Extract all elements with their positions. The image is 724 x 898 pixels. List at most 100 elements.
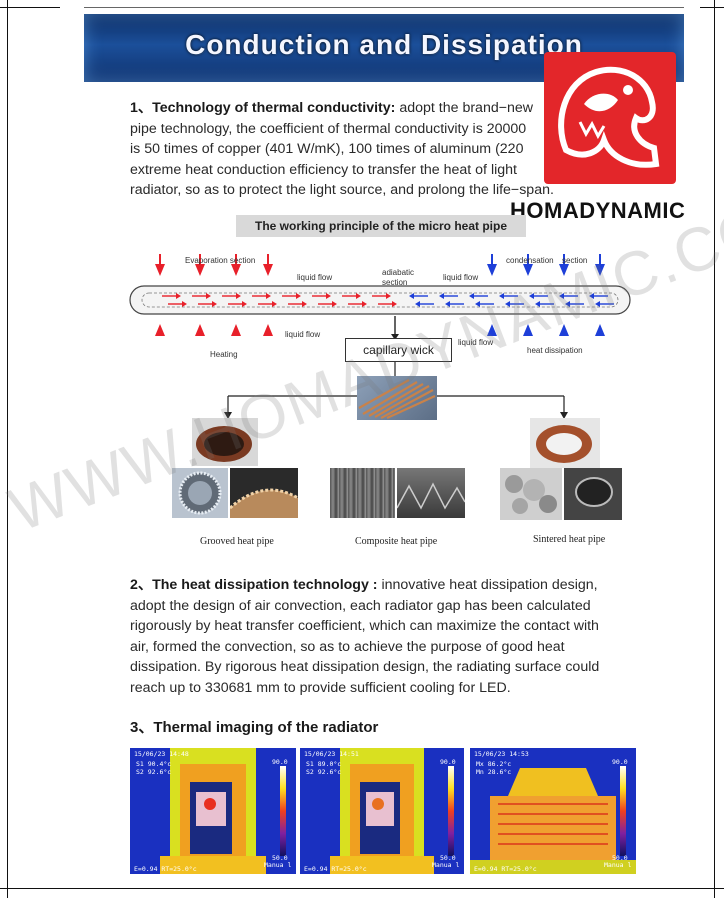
heating-arrow-bottom — [231, 324, 241, 336]
cooling-arrow-bottom — [559, 324, 569, 336]
heating-arrow-top — [231, 264, 241, 276]
frame-bottom — [0, 888, 724, 889]
section2-paragraph: 2、The heat dissipation technology : inno… — [130, 575, 638, 698]
grooved-tube-icon — [196, 426, 252, 462]
section1-heading: 1、Technology of thermal conductivity: — [130, 100, 396, 116]
liquid-flow-arrowhead — [565, 301, 570, 307]
thermal-body-1 — [130, 748, 296, 874]
vapor-flow-arrowhead — [386, 293, 391, 299]
heating-arrow-bottom — [263, 324, 273, 336]
section1-line1: 1、Technology of thermal conductivity: ad… — [130, 98, 638, 119]
sintered-photo-3 — [564, 468, 622, 520]
heating-arrow-top — [263, 264, 273, 276]
label-condensation: condensation — [506, 256, 554, 265]
section2-line2: adopt the design of air convection, each… — [130, 597, 591, 614]
sintered-grains-icon — [505, 475, 557, 514]
vapor-flow-arrowhead — [302, 301, 307, 307]
thermal-1-min: 50.0 — [272, 854, 288, 862]
label-heat-dissipation: heat dissipation — [527, 346, 583, 355]
cooling-arrow-top — [487, 264, 497, 276]
brand-logo — [544, 52, 676, 184]
caption-grooved: Grooved heat pipe — [200, 536, 274, 547]
liquid-flow-arrowhead — [469, 293, 474, 299]
section2-heading: 2、The heat dissipation technology : — [130, 577, 378, 593]
pipe-arrows — [162, 293, 614, 307]
thermal-3-min: 50.0 — [612, 854, 628, 862]
vapor-flow-arrowhead — [356, 293, 361, 299]
grooved-photo-2 — [172, 468, 228, 518]
liquid-flow-arrowhead — [529, 293, 534, 299]
grooved-teeth-icon — [230, 488, 298, 518]
branch-left-arrowhead — [224, 412, 232, 419]
hippo-icon — [558, 66, 660, 168]
liquid-flow-arrowhead — [505, 301, 510, 307]
section1-line5: radiator, so as to protect the light sou… — [130, 182, 554, 198]
thermal-2-reading-2: S2 92.6°c — [306, 768, 342, 776]
vapor-flow-arrowhead — [176, 293, 181, 299]
frame-top-left — [0, 7, 60, 8]
vapor-flow-arrowhead — [326, 293, 331, 299]
label-adiabatic-section: section — [382, 278, 408, 287]
vapor-flow-arrowhead — [266, 293, 271, 299]
liquid-flow-arrowhead — [499, 293, 504, 299]
heating-arrow-bottom — [195, 324, 205, 336]
liquid-flow-arrowhead — [589, 293, 594, 299]
capillary-wick-box: capillary wick — [345, 338, 452, 362]
vapor-flow-arrowhead — [392, 301, 397, 307]
liquid-flow-arrowhead — [409, 293, 414, 299]
thermal-image-3: 15/06/23 14:53 Mx 86.2°c Mn 28.6°c 90.0 … — [470, 748, 636, 874]
diagram-title: The working principle of the micro heat … — [236, 215, 526, 237]
heat-pipe-inner — [141, 292, 619, 308]
branch-right-arrowhead — [560, 412, 568, 419]
thermal-1-max: 90.0 — [272, 758, 288, 766]
thermal-3-reading-2: Mn 28.6°c — [476, 768, 512, 776]
frame-left — [7, 0, 8, 898]
frame-right — [714, 0, 715, 898]
vapor-flow-arrowhead — [242, 301, 247, 307]
liquid-flow-arrowhead — [595, 301, 600, 307]
cooling-arrow-bottom — [595, 324, 605, 336]
vapor-flow-arrowhead — [332, 301, 337, 307]
thermal-3-mode: Manua l — [604, 861, 632, 869]
thermal-3-max: 90.0 — [612, 758, 628, 766]
liquid-flow-arrowhead — [445, 301, 450, 307]
vapor-flow-arrowhead — [272, 301, 277, 307]
composite-photo-1 — [330, 468, 395, 518]
heating-arrow-bottom — [155, 324, 165, 336]
cooling-arrow-top — [523, 264, 533, 276]
vapor-flow-arrowhead — [206, 293, 211, 299]
sintered-tube-icon — [536, 425, 592, 463]
heating-arrow-top — [155, 264, 165, 276]
composite-mesh-icon — [397, 482, 465, 510]
sintered-pore-icon — [575, 477, 613, 507]
thermal-2-mode: Manua l — [432, 861, 460, 869]
section2-line3: rigorously by heat transfer coefficient,… — [130, 618, 599, 634]
vapor-flow-arrowhead — [362, 301, 367, 307]
vapor-flow-arrowhead — [236, 293, 241, 299]
section1-paragraph: 1、Technology of thermal conductivity: ad… — [130, 98, 638, 201]
logo-wordmark: HOMADYNAMIC — [510, 198, 686, 223]
liquid-flow-arrowhead — [535, 301, 540, 307]
liquid-flow-arrowhead — [475, 301, 480, 307]
label-liquid-flow-4: liquid flow — [458, 338, 494, 347]
label-condensation-section: section — [562, 256, 588, 265]
label-liquid-flow-1: liquid flow — [297, 273, 333, 282]
section2-line1-rest: innovative heat dissipation design, — [377, 577, 598, 593]
thermal-1-mode: Manua l — [264, 861, 292, 869]
cooling-arrow-top — [595, 264, 605, 276]
frame-top — [84, 7, 684, 8]
liquid-flow-arrowhead — [439, 293, 444, 299]
frame-top-right — [700, 7, 724, 8]
vapor-flow-arrowhead — [296, 293, 301, 299]
thermal-3-footer: E=0.94 RT=25.0°c — [474, 865, 537, 873]
sintered-photo-1 — [530, 418, 600, 468]
label-heating: Heating — [210, 350, 238, 359]
label-liquid-flow-2: liquid flow — [443, 273, 479, 282]
thermal-2-min: 50.0 — [440, 854, 456, 862]
thermal-3-reading-1: Mx 86.2°c — [476, 760, 512, 768]
thermal-1-footer: E=0.94 RT=25.0°c — [134, 865, 197, 873]
thermal-body-3 — [470, 748, 636, 874]
vapor-flow-arrowhead — [212, 301, 217, 307]
page-title: Conduction and Dissipation — [185, 29, 583, 60]
thermal-1-reading-1: S1 90.4°c — [136, 760, 172, 768]
